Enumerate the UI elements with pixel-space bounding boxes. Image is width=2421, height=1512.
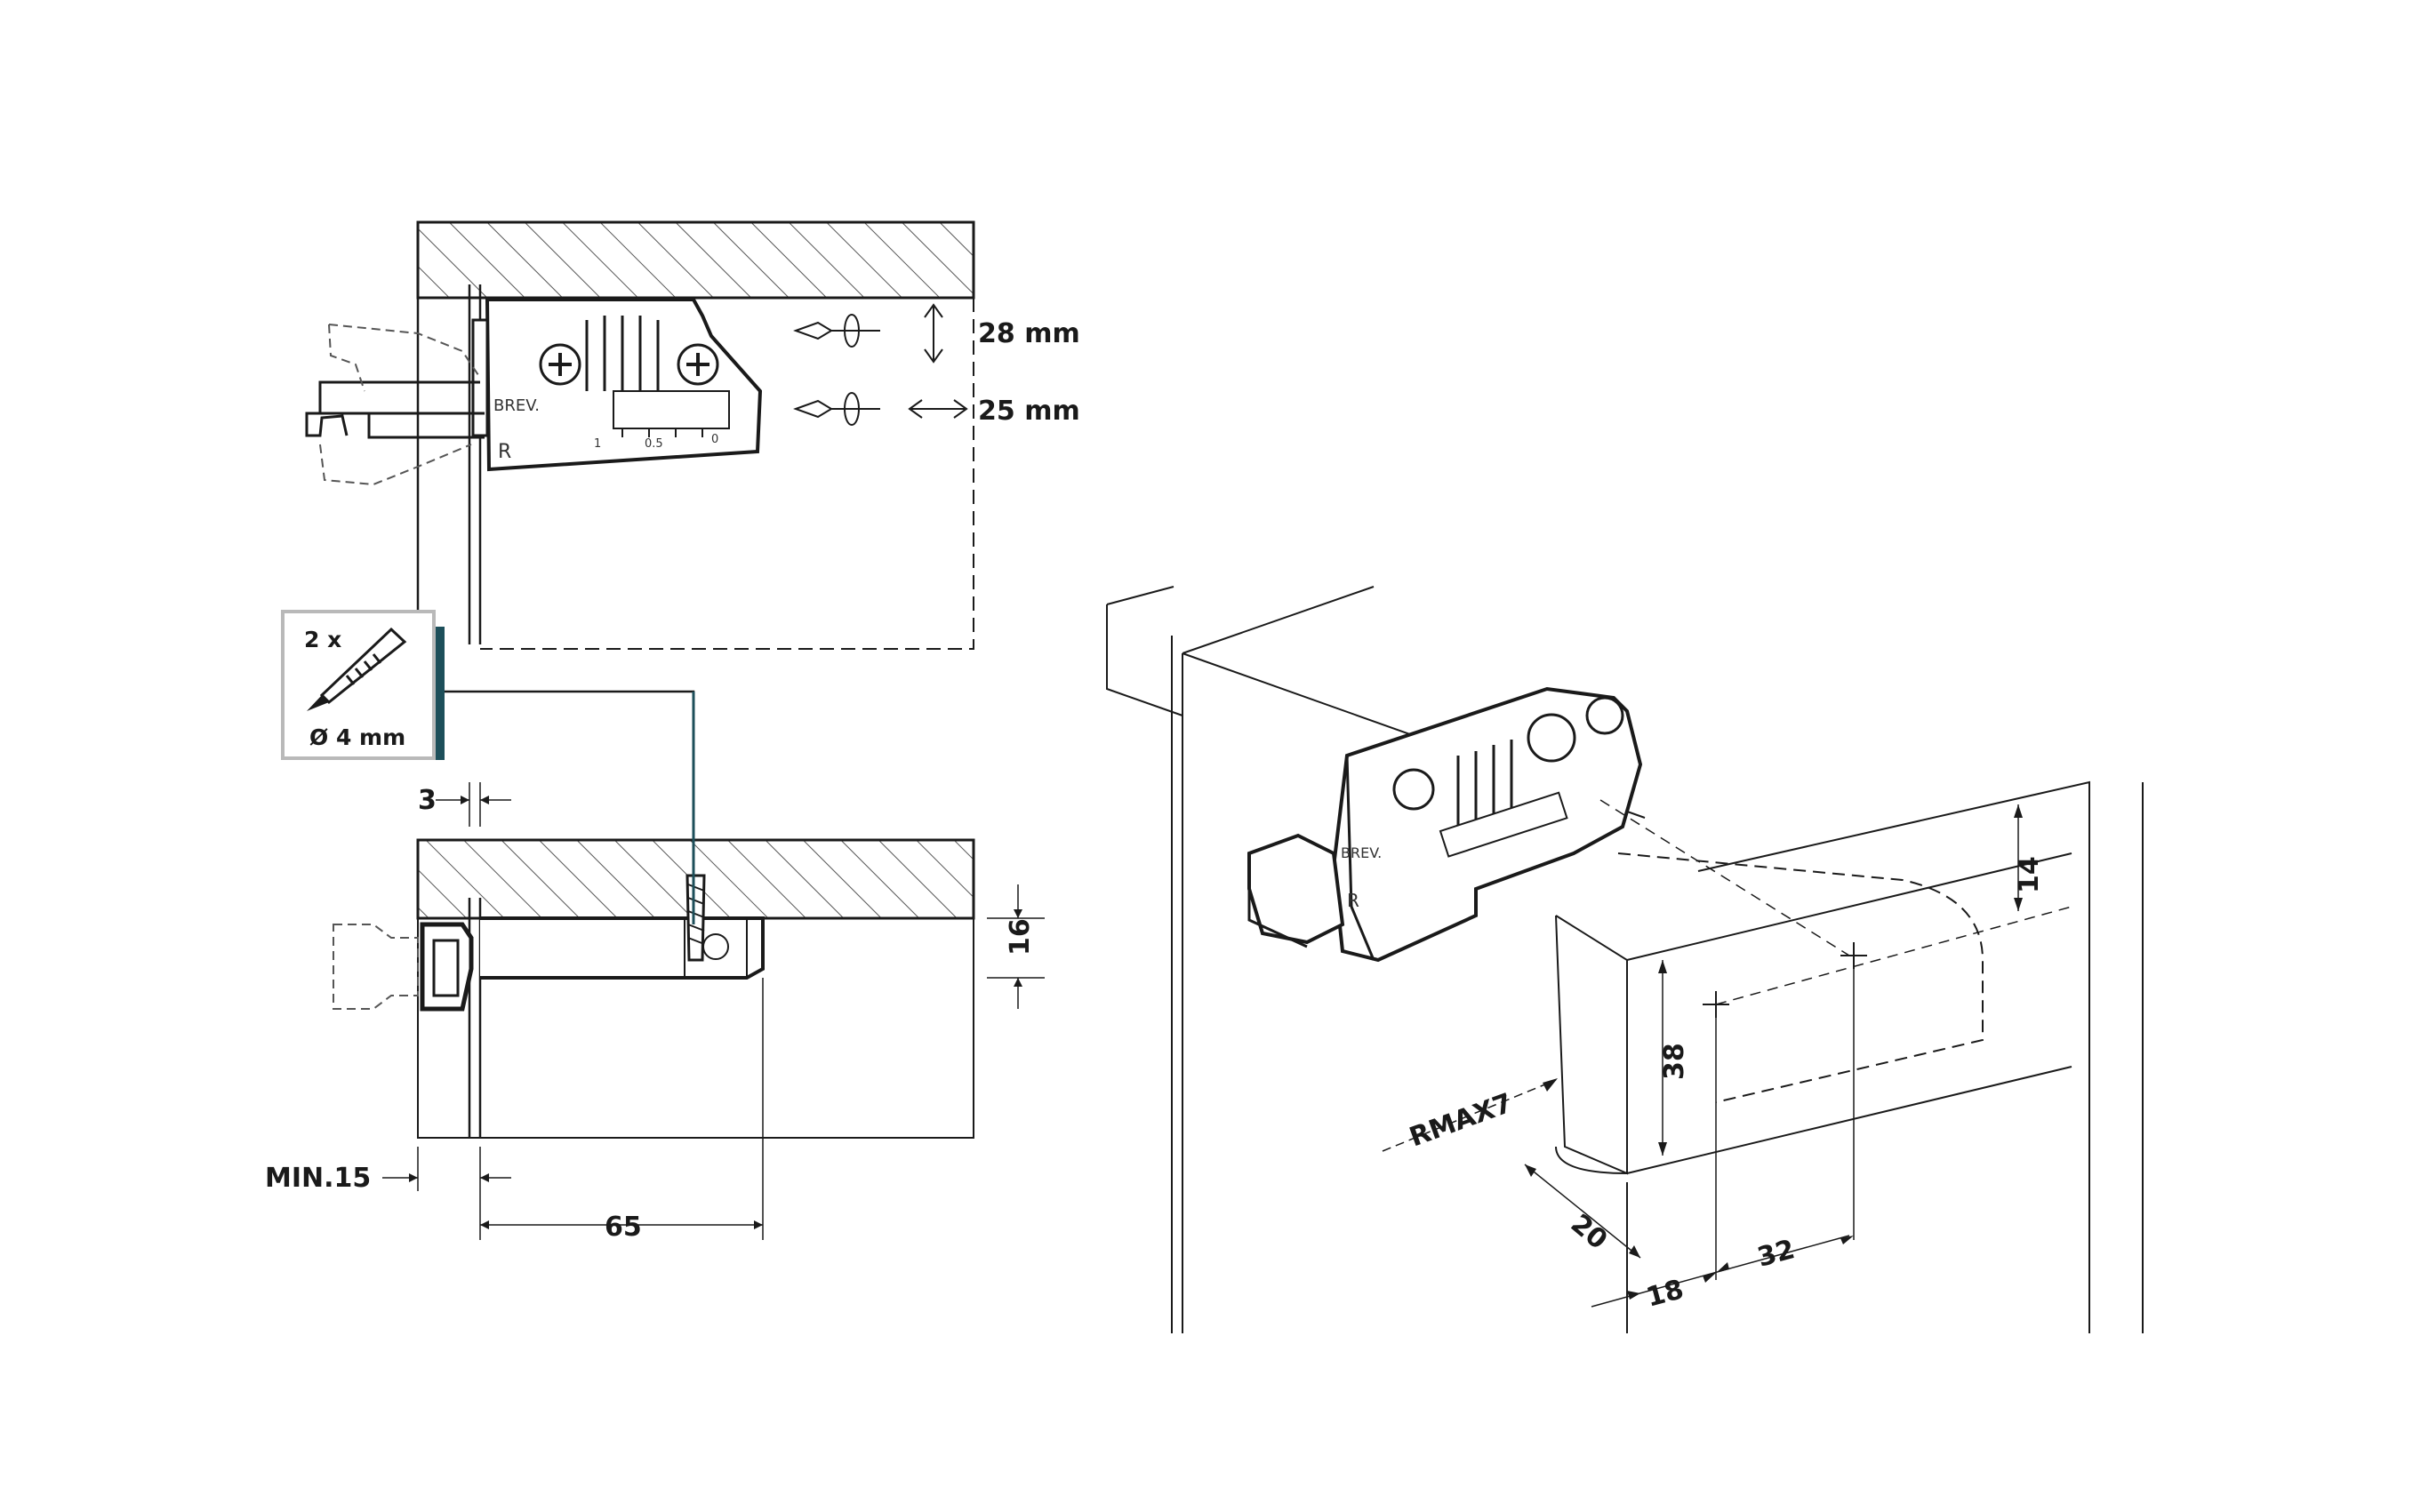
- dimension-gap: 3: [418, 782, 511, 827]
- dim-length-label: 65: [605, 1212, 642, 1243]
- dimension-14: 14: [2014, 804, 2045, 911]
- dim-18-label: 18: [1643, 1274, 1687, 1314]
- screw-diameter: Ø 4 mm: [309, 724, 405, 750]
- adjust-screw-icon: [1392, 768, 1435, 811]
- dimension-min: MIN.15: [265, 1147, 511, 1194]
- dim-20-label: 20: [1565, 1208, 1613, 1256]
- rotate-arrow-icon: [844, 314, 860, 348]
- screwdriver-icon: [793, 399, 833, 419]
- dimension-length: 65: [479, 978, 764, 1243]
- dimension-38: 38: [1658, 960, 1690, 1156]
- dim-radius-label: RMAX7: [1406, 1088, 1517, 1154]
- screwdriver-icon: [793, 321, 833, 340]
- top-panel-section: [416, 220, 975, 300]
- side-view: BREV. R 1 0.5 0 28 mm: [305, 220, 1080, 650]
- hinge-arm: [305, 380, 485, 439]
- screw-icon: [685, 874, 729, 962]
- screw-badge: 2 x Ø 4 mm: [281, 610, 695, 880]
- dim-14-label: 14: [2014, 856, 2045, 893]
- horizontal-arrow-icon: [908, 399, 968, 419]
- vertical-arrow-icon: [924, 303, 943, 364]
- hinge-device-side: BREV. R 1 0.5 0: [471, 298, 763, 472]
- dimension-20: 20: [1524, 1164, 1641, 1259]
- scale-mark: 1: [594, 437, 601, 451]
- hinge-device-iso: BREV. R: [1247, 686, 1643, 963]
- adjust-screw-icon: [1527, 713, 1576, 763]
- device-mark: BREV.: [1341, 844, 1382, 861]
- screw-icon: [307, 627, 407, 711]
- rotate-arrow-icon: [844, 392, 860, 426]
- dimension-depth: 16: [987, 884, 1045, 1009]
- cabinet-outline: [1106, 586, 2144, 1333]
- dimension-18-32: 18 32: [1591, 969, 1855, 1314]
- adjust-vertical-label: 28 mm: [978, 318, 1080, 349]
- top-view: 3 16 MIN.15 65: [265, 692, 1045, 1243]
- dimension-radius: RMAX7: [1382, 1078, 1558, 1154]
- adjust-screw-icon: [1585, 696, 1624, 735]
- adjust-vertical-tool: 28 mm: [793, 303, 1080, 364]
- hinge-arm-ghost: [319, 324, 481, 486]
- dim-38-label: 38: [1659, 1043, 1690, 1080]
- adjust-depth-label: 25 mm: [978, 396, 1080, 427]
- door-panel: [1555, 852, 2072, 1333]
- iso-view: BREV. R 14 38 RMAX7: [1106, 586, 2144, 1333]
- scale-mark: 0.5: [645, 437, 663, 451]
- dim-depth-label: 16: [1005, 918, 1036, 956]
- dim-min-label: MIN.15: [265, 1163, 371, 1194]
- dim-32-label: 32: [1754, 1234, 1798, 1274]
- screw-quantity: 2 x: [304, 627, 341, 652]
- adjust-depth-tool: 25 mm: [793, 392, 1080, 427]
- drill-mark: [1703, 942, 1867, 1018]
- scale-mark: 0: [711, 433, 718, 446]
- dim-gap-label: 3: [418, 785, 437, 816]
- device-side-mark: R: [1347, 890, 1359, 911]
- device-side-mark: R: [498, 441, 511, 463]
- device-mark: BREV.: [493, 396, 540, 415]
